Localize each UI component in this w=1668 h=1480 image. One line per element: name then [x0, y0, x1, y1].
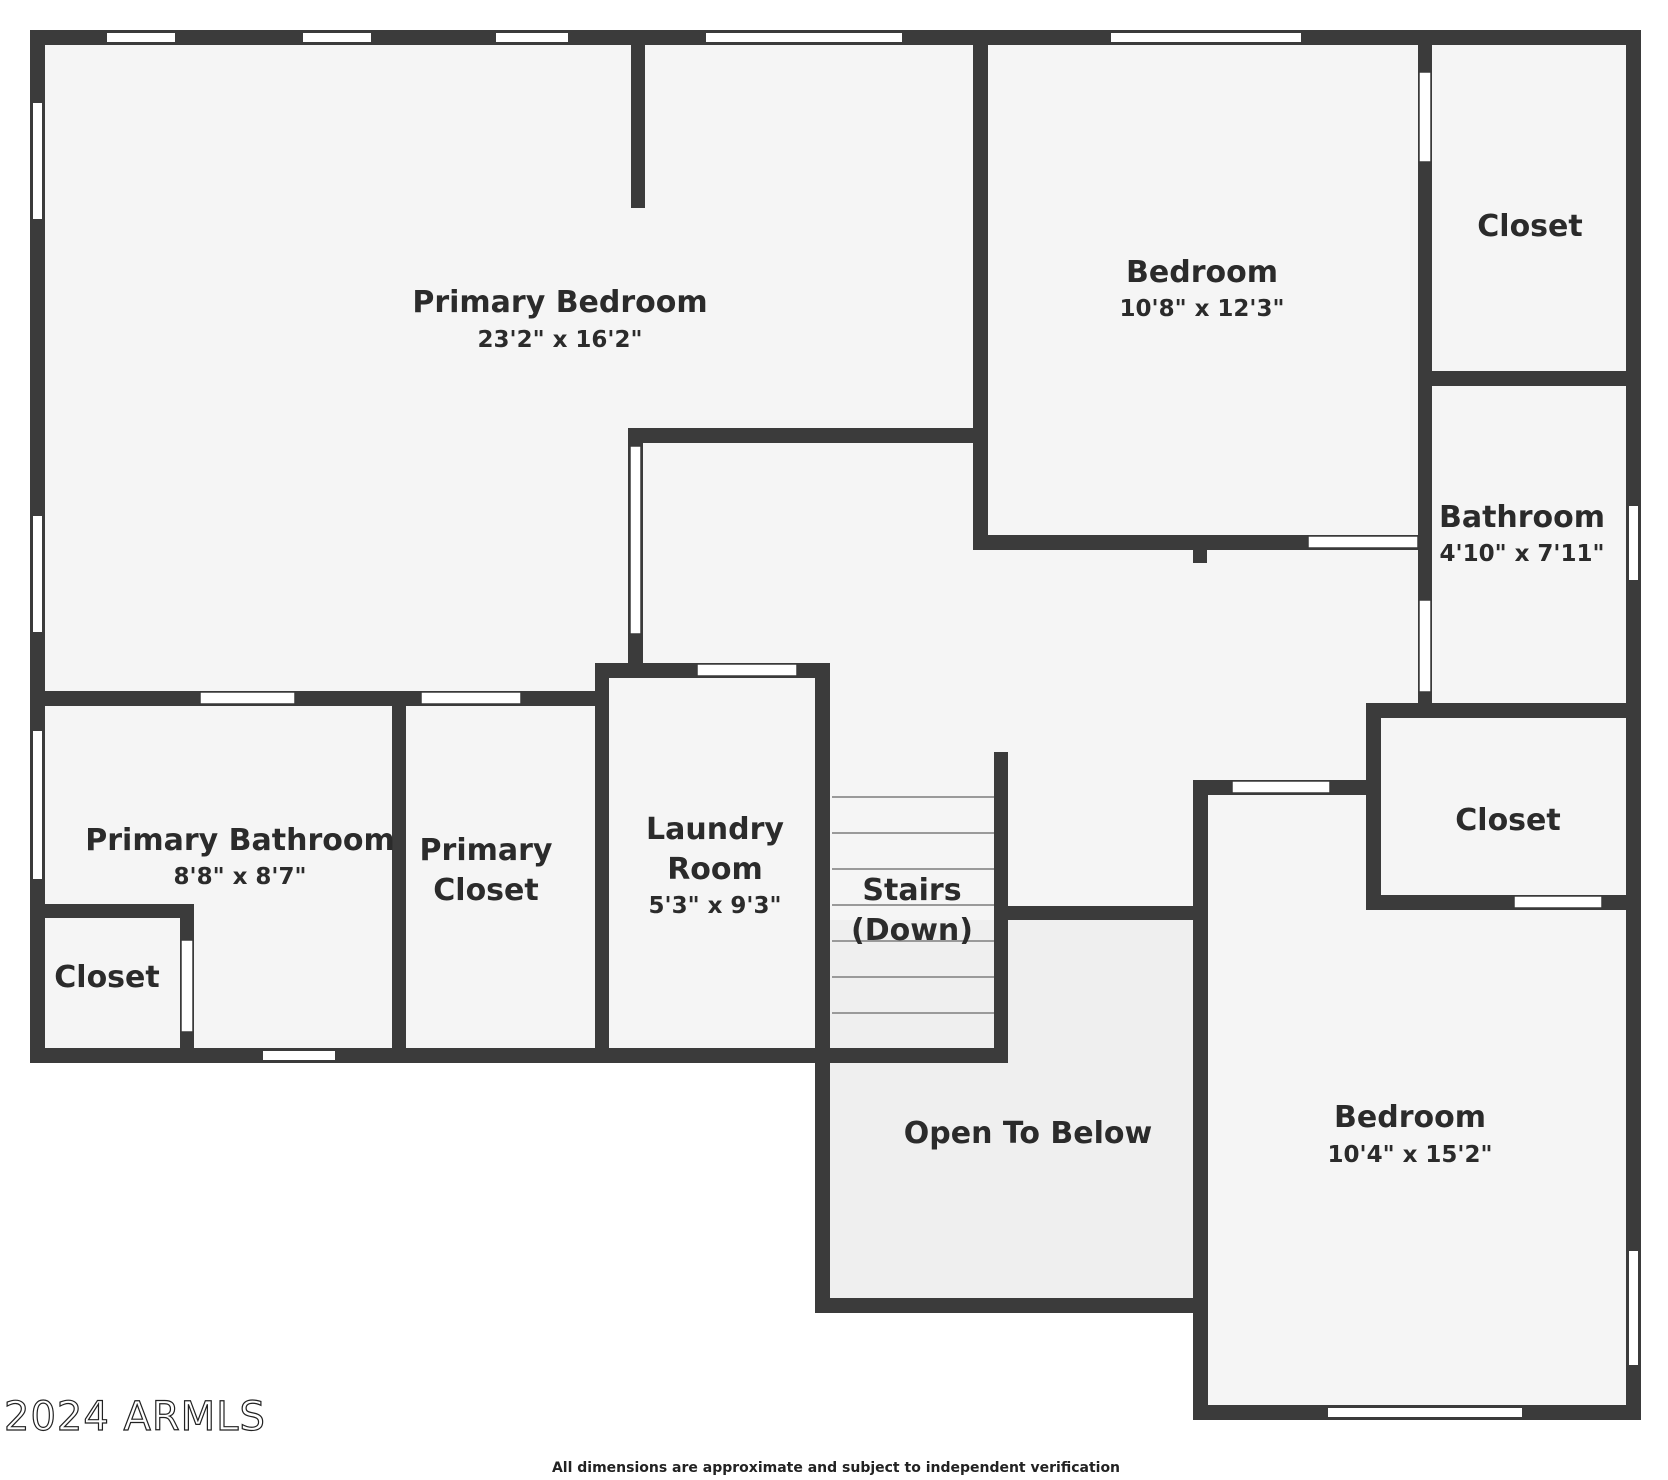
wall-stairs-bottom: [815, 1048, 1008, 1063]
window-right-2: [1627, 1249, 1640, 1367]
dims-bedroom-1: 10'8" x 12'3": [1120, 296, 1285, 322]
door-closet-top: [1419, 72, 1431, 162]
door-primary-closet: [421, 692, 521, 704]
dims-primary-bedroom: 23'2" x 16'2": [478, 327, 643, 353]
wall-laundry-left: [595, 663, 609, 1063]
door-bathroom: [1419, 600, 1431, 692]
wall-laundry-right: [815, 663, 830, 1313]
floor-hall-lower: [820, 700, 1200, 920]
floor-bedroom-2: [1196, 700, 1634, 1415]
door-closet-mid-right: [1514, 896, 1602, 908]
label-stairs-1: Stairs: [862, 873, 961, 908]
wall-closet2-left: [1366, 703, 1381, 909]
label-primary-bedroom: Primary Bedroom: [412, 285, 707, 320]
door-small-closet: [181, 940, 193, 1032]
window-left-1: [31, 101, 44, 221]
floor-left-lower: [36, 700, 826, 1060]
window-top-4: [704, 31, 904, 44]
stair-treads: [832, 796, 994, 1014]
label-bathroom: Bathroom: [1439, 500, 1605, 535]
label-laundry-2: Room: [667, 852, 763, 887]
dims-primary-bathroom: 8'8" x 8'7": [174, 864, 307, 890]
wall-right: [1626, 30, 1641, 1420]
window-top-3: [494, 31, 570, 44]
wall-hall-top: [628, 428, 988, 443]
door-laundry: [697, 664, 797, 676]
door-bedroom-1: [1308, 536, 1418, 548]
label-open-to-below: Open To Below: [904, 1116, 1152, 1151]
label-laundry-1: Laundry: [646, 812, 784, 847]
dims-bedroom-2: 10'4" x 15'2": [1328, 1142, 1493, 1168]
wall-small-closet-top: [30, 904, 194, 918]
label-primary-closet-1: Primary: [420, 833, 553, 868]
floor-main-upper: [36, 38, 1634, 712]
window-bottom-2: [1326, 1406, 1524, 1419]
label-closet-mid-right: Closet: [1455, 803, 1560, 838]
wall-open-below-bottom: [815, 1298, 1208, 1313]
dims-bathroom: 4'10" x 7'11": [1440, 541, 1605, 567]
door-primary-bedroom: [630, 446, 641, 634]
wall-bedroom2-left: [1193, 780, 1208, 1420]
window-left-3: [31, 729, 44, 881]
wall-bedroom-divider: [973, 30, 988, 550]
label-primary-bathroom: Primary Bathroom: [85, 823, 394, 858]
disclaimer: All dimensions are approximate and subje…: [552, 1460, 1120, 1476]
floors: [36, 38, 1634, 1415]
wall-bath-closet-divider: [392, 700, 406, 1063]
window-top-1: [105, 31, 177, 44]
door-openings: [181, 72, 1602, 1032]
label-closet-small: Closet: [54, 960, 159, 995]
label-bedroom-1: Bedroom: [1126, 255, 1278, 290]
room-labels: Primary Bedroom 23'2" x 16'2" Bedroom 10…: [54, 209, 1605, 1168]
wall-bedroom1-nib: [1193, 535, 1207, 563]
floor-open-below: [826, 920, 1198, 1304]
wall-right-column: [1418, 30, 1432, 710]
label-stairs-2: (Down): [851, 913, 973, 948]
window-right-1: [1627, 504, 1640, 582]
label-bedroom-2: Bedroom: [1334, 1100, 1486, 1135]
label-closet-top-right: Closet: [1477, 209, 1582, 244]
wall-closet-bath: [1418, 371, 1640, 386]
wall-bath-bottom: [1366, 703, 1640, 718]
window-top-2: [301, 31, 373, 44]
door-frames: [180, 71, 1603, 1033]
wall-stub-top: [631, 30, 645, 208]
window-left-2: [31, 514, 44, 634]
window-bottom-1: [261, 1049, 337, 1062]
window-top-5: [1109, 31, 1303, 44]
door-primary-bath: [200, 692, 295, 704]
door-bedroom-2: [1232, 781, 1330, 793]
label-primary-closet-2: Closet: [433, 873, 538, 908]
watermark: 2024 ARMLS: [4, 1394, 266, 1440]
openings: [31, 31, 1640, 1419]
dims-laundry: 5'3" x 9'3": [649, 893, 782, 919]
wall-open-below-top: [994, 906, 1208, 920]
